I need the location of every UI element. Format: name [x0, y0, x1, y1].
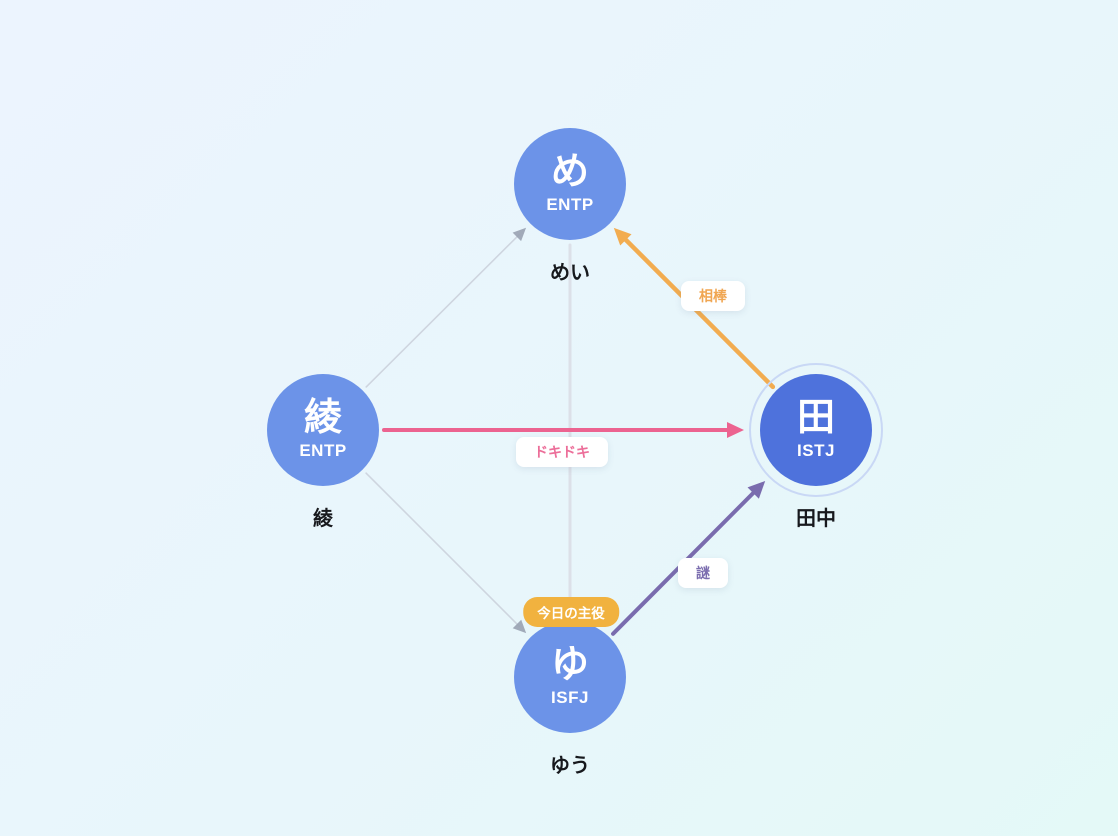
edge-line-aya-yu — [365, 472, 521, 628]
node-yu[interactable]: ゆ ISFJ ゆう — [480, 621, 660, 778]
edge-arrowhead-yu-tanaka — [747, 481, 766, 499]
node-tanaka-initial: 田 — [796, 397, 835, 439]
node-tanaka-mbti: ISTJ — [797, 441, 835, 460]
node-mei[interactable]: め ENTP めい — [480, 128, 660, 285]
node-aya[interactable]: 綾 ENTP 綾 — [233, 374, 413, 531]
node-mei-name: めい — [550, 262, 590, 284]
node-aya-avatar[interactable]: 綾 ENTP — [267, 374, 379, 486]
node-yu-name: ゆう — [550, 755, 590, 777]
node-tanaka-avatar[interactable]: 田 ISTJ — [749, 363, 883, 497]
edge-arrowhead-aya-tanaka — [727, 422, 744, 438]
node-yu-avatar[interactable]: ゆ ISFJ — [514, 621, 626, 733]
node-yu-mbti: ISFJ — [551, 688, 589, 707]
edge-arrowhead-aya-yu — [512, 619, 527, 634]
today-star-badge: 今日の主役 — [523, 597, 619, 627]
edge-line-aya-mei — [365, 233, 520, 388]
edge-arrowhead-tanaka-mei — [613, 227, 632, 246]
edge-label-nazo[interactable]: 謎 — [678, 558, 728, 588]
node-mei-initial: め — [550, 151, 589, 193]
node-mei-avatar[interactable]: め ENTP — [514, 128, 626, 240]
edge-arrowhead-aya-mei — [512, 227, 527, 242]
node-tanaka-name: 田中 — [796, 508, 836, 530]
node-tanaka[interactable]: 田 ISTJ 田中 — [726, 363, 906, 531]
edge-label-dokidoki[interactable]: ドキドキ — [516, 437, 608, 467]
node-aya-name: 綾 — [313, 508, 333, 530]
node-aya-mbti: ENTP — [299, 441, 347, 460]
edge-line-tanaka-mei — [620, 234, 776, 390]
edge-label-aibou[interactable]: 相棒 — [681, 281, 745, 311]
node-mei-mbti: ENTP — [546, 195, 594, 214]
node-yu-initial: ゆ — [550, 644, 589, 686]
node-aya-initial: 綾 — [303, 397, 342, 439]
